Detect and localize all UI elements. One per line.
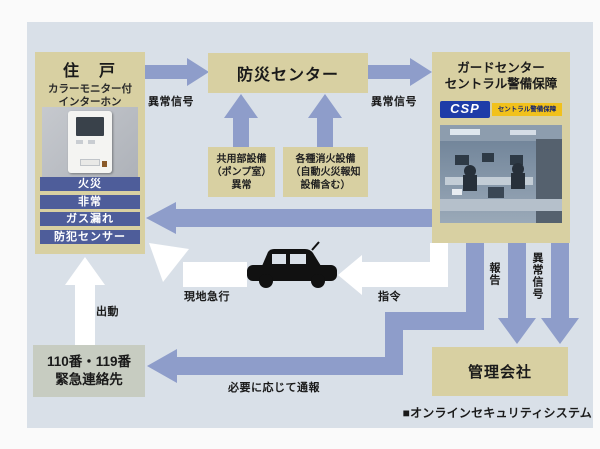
sensor-bar-gas: ガス漏れ: [40, 212, 140, 226]
node-bousai-center: 防災センター: [208, 53, 368, 93]
fire-eq-line3: 設備含む）: [300, 179, 351, 191]
fire-eq-line1: 各種消火設備: [295, 153, 356, 165]
label-shirei: 指令: [378, 291, 401, 303]
common-eq-line1: 共用部設備: [216, 153, 267, 165]
node-fire-equipment: 各種消火設備 （自動火災報知 設備含む）: [283, 147, 368, 197]
intercom-led: [102, 161, 107, 167]
guard-title: ガードセンター セントラル警備保障: [432, 52, 570, 93]
csp-logo: CSP セントラル警備保障: [440, 101, 562, 118]
node-unit: 住 戸 カラーモニター付 インターホン 火災 非常 ガス漏れ 防犯センサー: [35, 52, 145, 254]
label-signal-right: 異常信号: [371, 96, 417, 108]
emergency-line1: 110番・119番: [46, 354, 132, 370]
sensor-bar-emergency: 非常: [40, 194, 140, 209]
emergency-line2: 緊急連絡先: [55, 372, 123, 387]
common-eq-line2: （ポンプ室）: [211, 166, 272, 178]
csp-logo-label: セントラル警備保障: [492, 103, 562, 116]
guard-title-line1: ガードセンター: [457, 61, 545, 75]
intercom-button: [88, 140, 95, 144]
kanri-title: 管理会社: [467, 364, 532, 381]
intercom-screen: [76, 117, 104, 136]
node-emergency-contact: 110番・119番 緊急連絡先: [33, 345, 145, 397]
intercom-device: [68, 111, 112, 173]
office-photo: [440, 125, 562, 223]
unit-subtitle: カラーモニター付 インターホン: [48, 83, 132, 109]
label-genchi-kyuko: 現地急行: [184, 291, 230, 303]
node-common-equipment: 共用部設備 （ポンプ室） 異常: [208, 147, 275, 197]
diagram-caption: ■オンラインセキュリティシステム: [402, 406, 592, 420]
node-guard-center: ガードセンター セントラル警備保障 CSP セントラル警備保障: [432, 52, 570, 243]
intercom-button: [76, 140, 83, 144]
label-signal-left: 異常信号: [148, 96, 194, 108]
label-signal-down: 異常信号: [531, 252, 543, 300]
common-eq-line3: 異常: [231, 179, 252, 191]
unit-title: 住 戸: [62, 63, 117, 80]
csp-logo-mark: CSP: [440, 101, 490, 118]
label-houkoku: 報告: [488, 262, 500, 286]
sensor-bar-security: 防犯センサー: [40, 229, 140, 244]
sensor-bar-fire: 火災: [40, 177, 140, 191]
bousai-title: 防災センター: [236, 67, 339, 84]
guard-title-line2: セントラル警備保障: [444, 77, 558, 92]
office-photo-art: [440, 125, 562, 223]
node-management-company: 管理会社: [432, 347, 568, 396]
intercom-photo: [42, 107, 138, 177]
label-shutsudou: 出動: [96, 306, 119, 318]
label-tsuuhou: 必要に応じて通報: [228, 382, 320, 394]
intercom-speaker: [80, 159, 100, 166]
fire-eq-line2: （自動火災報知: [290, 166, 361, 178]
